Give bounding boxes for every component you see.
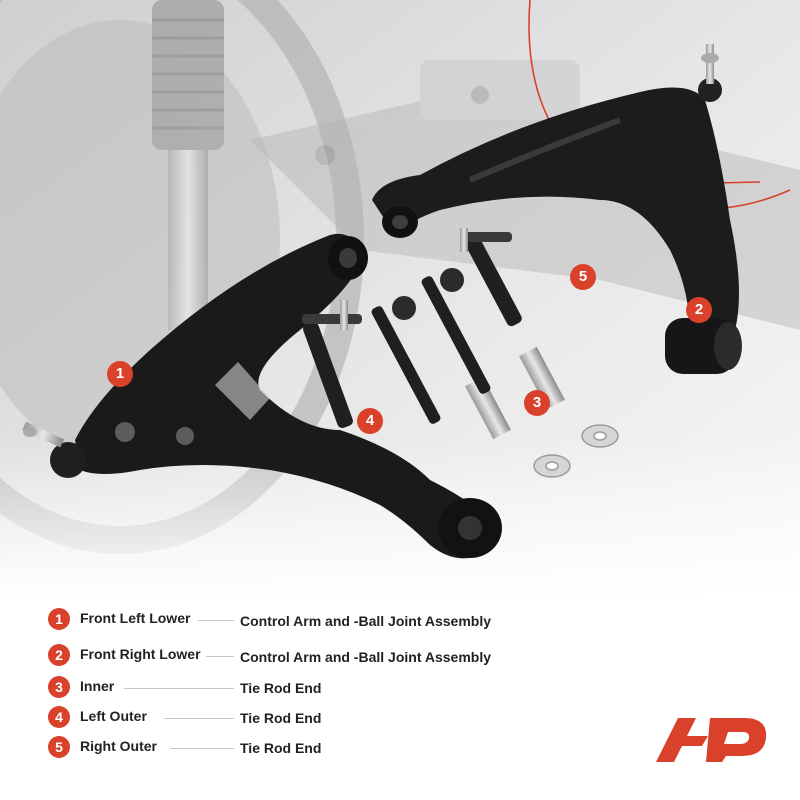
leader-line-4: [164, 718, 234, 719]
washers: [533, 424, 619, 478]
callout-3: 3: [524, 390, 550, 416]
front-right-lower-control-arm: [372, 44, 742, 374]
product-photo: [0, 0, 800, 600]
legend-description-4: Tie Rod End: [240, 710, 322, 726]
tie-rod-ends: [302, 228, 565, 440]
callout-2: 2: [686, 297, 712, 323]
legend-row-5: 5 Right Outer Tie Rod End: [0, 734, 800, 762]
right-outer-tie-rod: [460, 228, 522, 327]
callout-4: 4: [357, 408, 383, 434]
legend-part-name-2: Front Right Lower: [80, 646, 201, 662]
legend-part-name-5: Right Outer: [80, 738, 157, 754]
inner-tie-rod-b: [421, 268, 565, 410]
legend-badge-4: 4: [48, 706, 70, 728]
leader-line-5: [170, 748, 234, 749]
callout-1: 1: [107, 361, 133, 387]
callout-5: 5: [570, 264, 596, 290]
legend-description-3: Tie Rod End: [240, 680, 322, 696]
front-left-lower-control-arm: [22, 233, 502, 559]
legend-row-2: 2 Front Right Lower Control Arm and -Bal…: [0, 642, 800, 670]
left-outer-tie-rod: [302, 300, 362, 429]
legend-part-name-1: Front Left Lower: [80, 610, 191, 626]
legend-part-name-4: Left Outer: [80, 708, 147, 724]
legend-row-4: 4 Left Outer Tie Rod End: [0, 704, 800, 732]
legend-badge-1: 1: [48, 608, 70, 630]
leader-line-2: [206, 656, 234, 657]
inner-tie-rod-a: [371, 296, 511, 440]
legend-badge-2: 2: [48, 644, 70, 666]
leader-line-1: [198, 620, 234, 621]
legend-part-name-3: Inner: [80, 678, 115, 694]
legend-badge-5: 5: [48, 736, 70, 758]
a-premium-logo-icon: [656, 718, 767, 762]
leader-line-3: [124, 688, 234, 689]
legend-row-3: 3 Inner Tie Rod End: [0, 674, 800, 702]
legend-row-1: 1 Front Left Lower Control Arm and -Ball…: [0, 606, 800, 634]
legend-badge-3: 3: [48, 676, 70, 698]
legend-description-1: Control Arm and -Ball Joint Assembly: [240, 613, 491, 629]
legend-description-2: Control Arm and -Ball Joint Assembly: [240, 649, 491, 665]
legend-description-5: Tie Rod End: [240, 740, 322, 756]
